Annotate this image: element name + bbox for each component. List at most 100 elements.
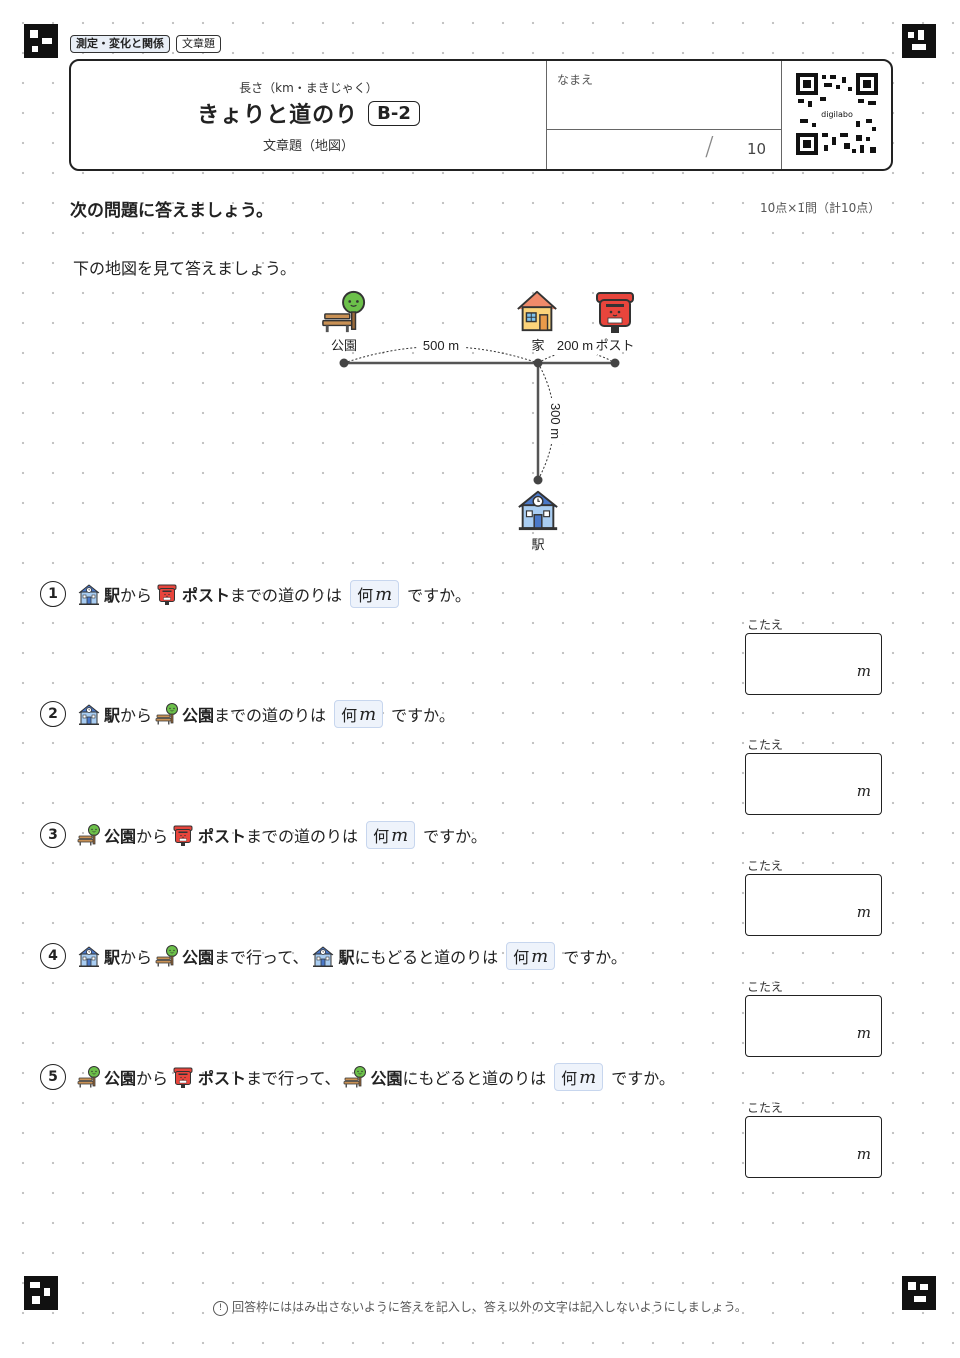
question-ending: ですか。 — [407, 586, 471, 605]
worksheet-title: きょりと道のり — [197, 103, 359, 128]
question-text: から — [136, 1069, 169, 1088]
category-tags: 測定・変化と関係 文章題 — [70, 35, 221, 53]
ask-word: 何 — [357, 586, 374, 605]
answer-label: こたえ — [747, 980, 784, 994]
question-number: 2 — [40, 701, 66, 727]
question-text: から — [120, 706, 153, 725]
ask-word: 何 — [561, 1069, 578, 1088]
name-label: なまえ — [557, 73, 594, 87]
answer-unit: m — [856, 1024, 871, 1042]
worksheet-header: 長さ（km・まきじゃく） きょりと道のり B-2 文章題（地図） なまえ / 1… — [69, 59, 893, 171]
answer-box[interactable]: m — [745, 995, 882, 1057]
corner-marker-top-right — [902, 24, 936, 58]
ask-word: 何 — [513, 948, 530, 967]
park-icon — [77, 1066, 100, 1088]
unit-subtitle: 長さ（km・まきじゃく） — [239, 81, 378, 95]
post-icon — [173, 825, 193, 847]
unit-text: m — [531, 945, 549, 967]
station-icon — [312, 946, 334, 968]
station-icon — [517, 490, 559, 532]
corner-marker-bottom-right — [902, 1276, 936, 1310]
question-text: にもどると道のりは — [354, 948, 499, 967]
place-name: 駅 — [104, 586, 121, 605]
footer-text: 回答枠にははみ出さないように答えを記入し、答え以外の文字は記入しないようにしまし… — [232, 1300, 747, 1314]
worksheet-description: 文章題（地図） — [262, 139, 354, 154]
corner-marker-top-left — [24, 24, 58, 58]
question-text: まで行って、 — [246, 1069, 341, 1088]
answer-box[interactable]: m — [745, 874, 882, 936]
corner-marker-bottom-left — [24, 1276, 58, 1310]
place-name: 駅 — [104, 706, 121, 725]
question-ending: ですか。 — [423, 827, 487, 846]
answer-unit: m — [856, 662, 871, 680]
post-icon — [157, 584, 177, 606]
answer-box[interactable]: m — [745, 1116, 882, 1178]
question-text: までの道のりは — [230, 586, 343, 605]
question-ending: ですか。 — [611, 1069, 675, 1088]
post-node — [610, 358, 620, 368]
unit-text: m — [359, 703, 377, 725]
answer-box[interactable]: m — [745, 753, 882, 815]
answer-box[interactable]: m — [745, 633, 882, 695]
park-icon — [155, 703, 179, 725]
unit-text: m — [579, 1066, 597, 1088]
place-name: 公園 — [182, 948, 215, 967]
question-text: までの道のりは — [214, 706, 327, 725]
question-text: までの道のりは — [246, 827, 359, 846]
house-label: 家 — [531, 338, 544, 354]
house-icon — [516, 290, 558, 332]
station-icon — [78, 584, 100, 606]
place-name: 公園 — [182, 706, 215, 725]
category-tag: 測定・変化と関係 — [70, 35, 170, 53]
question-number: 3 — [40, 822, 66, 848]
question-ending: ですか。 — [391, 706, 455, 725]
answer-label: こたえ — [747, 1101, 784, 1115]
name-field[interactable]: なまえ — [546, 61, 782, 130]
station-node — [533, 475, 543, 485]
place-name: 公園 — [104, 827, 137, 846]
station-icon — [78, 704, 100, 726]
answer-label: こたえ — [747, 738, 784, 752]
park-label: 公園 — [331, 339, 357, 354]
qr-area: digilabo — [781, 61, 891, 169]
question-number: 1 — [40, 581, 66, 607]
qr-label: digilabo — [821, 110, 853, 119]
distance-house-station: 300 m — [548, 403, 563, 439]
score-slash: / — [705, 132, 714, 162]
title-area: 長さ（km・まきじゃく） きょりと道のり B-2 文章題（地図） — [71, 61, 546, 169]
place-name: 公園 — [370, 1069, 403, 1088]
place-name: 駅 — [338, 948, 355, 967]
answer-label: こたえ — [747, 859, 784, 873]
question-number: 4 — [40, 943, 66, 969]
level-code: B-2 — [368, 100, 420, 126]
score-field[interactable]: / 10 — [546, 130, 782, 169]
house-node — [533, 358, 543, 368]
type-tag: 文章題 — [176, 35, 221, 53]
answer-unit: m — [856, 1145, 871, 1163]
distance-house-post: 200 m — [557, 338, 593, 353]
question-text: から — [120, 586, 153, 605]
station-label: 駅 — [531, 538, 544, 553]
unit-text: m — [391, 824, 409, 846]
park-icon — [321, 290, 366, 334]
question-text: にもどると道のりは — [402, 1069, 547, 1088]
question-text: まで行って、 — [214, 948, 309, 967]
place-name: ポスト — [198, 1069, 247, 1088]
score-max: 10 — [747, 140, 767, 158]
distance-park-house: 500 m — [423, 338, 459, 353]
park-node — [339, 358, 349, 368]
ask-word: 何 — [373, 827, 390, 846]
post-label: ポスト — [595, 339, 634, 354]
map-diagram: 公園 家 ポスト 駅 500 m 200 m 300 m — [321, 290, 635, 553]
post-icon — [596, 292, 634, 334]
place-name: ポスト — [182, 586, 231, 605]
info-icon: ! — [213, 1300, 229, 1316]
qr-code-icon: digilabo — [796, 73, 878, 155]
